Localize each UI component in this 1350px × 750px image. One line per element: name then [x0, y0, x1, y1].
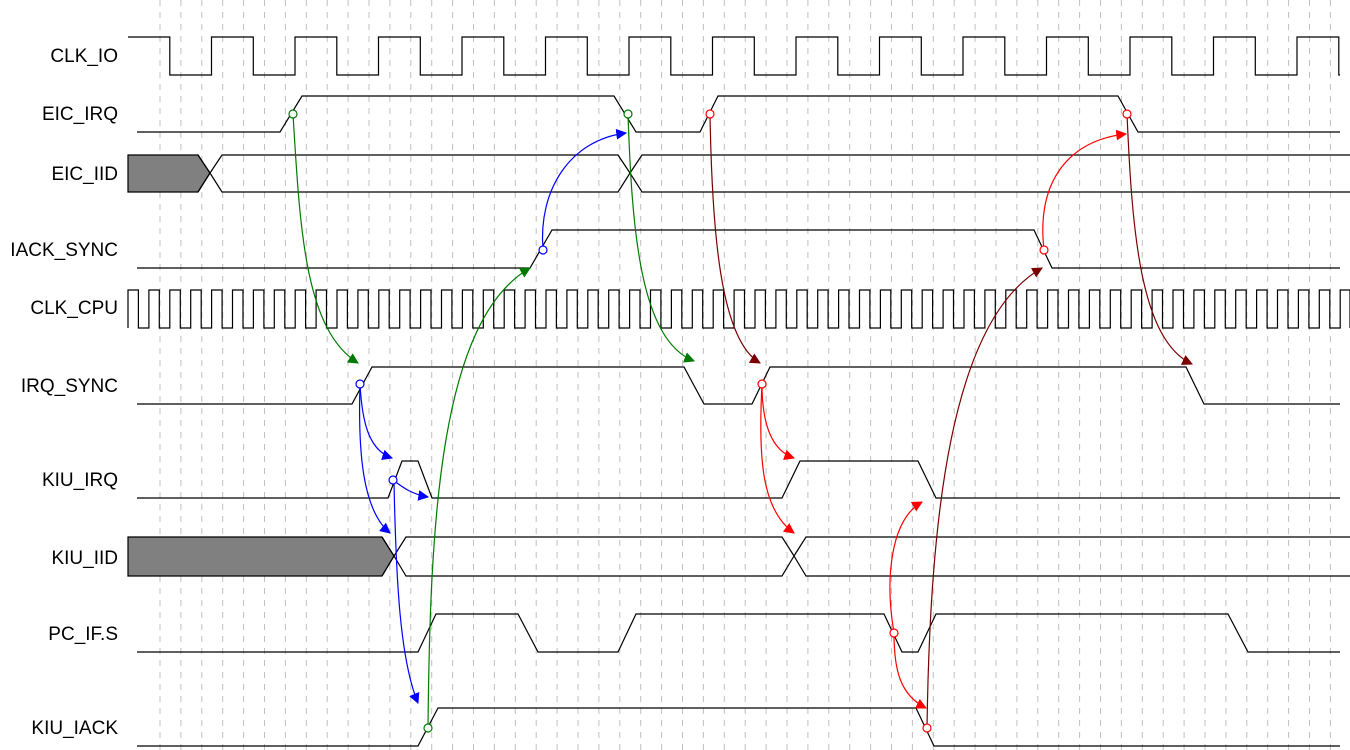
waveform-clk-io: [128, 36, 1340, 76]
marker-eic-irq-fall: [623, 109, 633, 119]
waveform-irq-sync: [137, 366, 1340, 405]
label-clk-io: CLK_IO: [50, 46, 118, 67]
marker-kiu-irq-rise: [388, 475, 398, 485]
waveform-eic-irq: [137, 95, 1340, 133]
arrow-kiu-irq-to-kiu-iack: [393, 481, 420, 704]
label-pc-if-s: PC_IF.S: [48, 624, 118, 645]
waveform-eic-iid: [127, 154, 1350, 193]
dependency-arrows: [292, 113, 1193, 729]
waveform-clk-cpu: [127, 289, 1350, 329]
waveform-kiu-iack: [137, 707, 1340, 747]
label-eic-irq: EIC_IRQ: [42, 104, 118, 125]
arrow-kiu-iack-to-iack-sync: [427, 267, 531, 729]
marker-eic-irq-fall-2: [1122, 109, 1132, 119]
label-kiu-irq: KIU_IRQ: [42, 470, 118, 491]
arrow-pc-if-s-to-kiu-iack: [893, 632, 927, 709]
arrow-iack-sync-to-eic-irq: [541, 128, 628, 251]
marker-eic-irq-rise-2: [705, 109, 715, 119]
marker-pc-if-s-fall: [889, 628, 899, 638]
arrow-eic-irq2-to-irq-sync: [709, 113, 761, 364]
signal-labels: CLK_IO EIC_IRQ EIC_IID IACK_SYNC CLK_CPU…: [10, 46, 118, 739]
arrow-kiu-iack2-to-iack-sync: [926, 267, 1043, 729]
marker-eic-irq-rise: [288, 109, 298, 119]
time-grid: [159, 0, 1331, 750]
arrow-eic-irq-to-irq-sync: [292, 113, 359, 364]
arrow-irq-sync-to-kiu-irq: [359, 383, 394, 461]
label-iack-sync: IACK_SYNC: [10, 240, 118, 261]
waveform-iack-sync: [137, 229, 1340, 269]
waveform-kiu-irq: [137, 460, 1340, 499]
waveform-pc-if-s: [137, 613, 1340, 653]
marker-irq-sync-rise: [355, 379, 365, 389]
arrow-irq-sync2-to-kiu-iid: [760, 383, 795, 534]
arrow-iack-sync2-to-eic-irq: [1042, 129, 1128, 251]
marker-irq-sync-rise-2: [757, 379, 767, 389]
label-irq-sync: IRQ_SYNC: [21, 376, 118, 397]
marker-iack-sync-rise: [538, 245, 548, 255]
arrow-pc-if-s-to-kiu-irq: [889, 501, 923, 634]
bus-unknown-region: [127, 536, 395, 577]
waveforms: [127, 36, 1350, 747]
arrow-eic-irq-fall-to-irq-sync: [627, 113, 696, 363]
label-kiu-iack: KIU_IACK: [31, 718, 118, 739]
arrow-irq-sync-to-kiu-iid: [358, 383, 391, 534]
arrow-eic-irq-fall2-to-irq-sync: [1126, 113, 1193, 365]
waveform-kiu-iid: [127, 536, 1350, 577]
marker-kiu-iack-rise: [423, 723, 433, 733]
bus-unknown-region: [127, 154, 211, 193]
label-eic-iid: EIC_IID: [51, 164, 118, 185]
label-kiu-iid: KIU_IID: [51, 548, 118, 569]
label-clk-cpu: CLK_CPU: [30, 298, 118, 319]
marker-iack-sync-fall: [1039, 245, 1049, 255]
edge-markers: [288, 109, 1132, 733]
arrow-irq-sync2-to-kiu-irq: [761, 383, 796, 461]
marker-kiu-iack-fall: [922, 723, 932, 733]
